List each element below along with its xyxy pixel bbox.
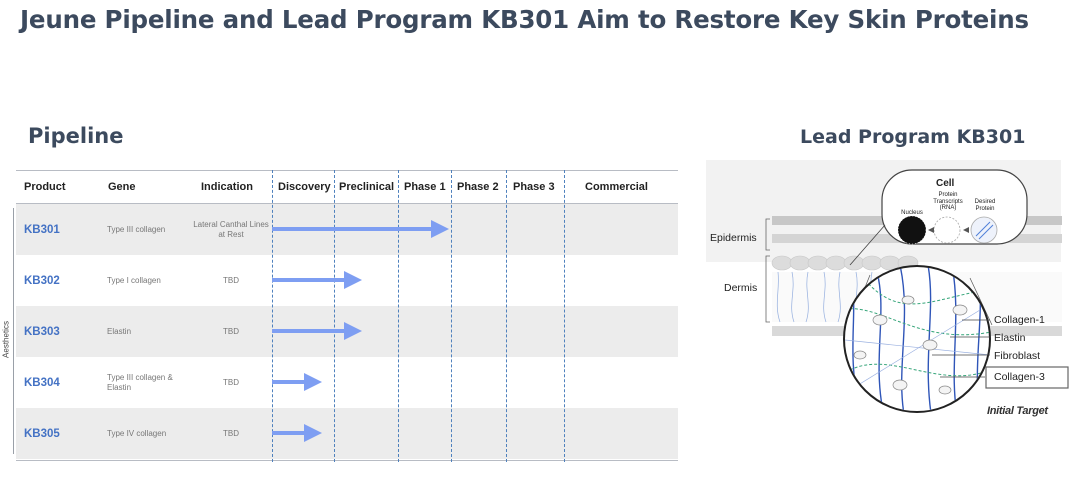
indication-cell: TBD (223, 275, 239, 285)
epidermis-label: Epidermis (710, 232, 757, 244)
lead-program-heading: Lead Program KB301 (800, 126, 1026, 148)
progress-arrow-body (272, 380, 304, 384)
phase-divider (398, 170, 399, 462)
table-bottom-rule (16, 460, 678, 461)
progress-arrow-body (272, 431, 304, 435)
col-head-product: Product (24, 181, 66, 193)
gene-cell: Elastin (107, 326, 132, 336)
phase-divider (334, 170, 335, 462)
table-row: KB304 Type III collagen & Elastin TBD (16, 357, 678, 408)
product-name: KB304 (24, 376, 60, 389)
skin-diagram (706, 160, 1069, 413)
phase-divider (272, 170, 273, 462)
table-top-rule (16, 170, 678, 171)
gene-cell: Type I collagen (107, 275, 161, 285)
progress-arrow-body (272, 278, 344, 282)
gene-cell: Type III collagen (107, 224, 166, 234)
progress-arrow-body (272, 329, 344, 333)
collagen3-label: Collagen-3 (994, 371, 1045, 383)
col-head-phase3: Phase 3 (513, 181, 555, 193)
indication-cell: TBD (223, 428, 239, 438)
progress-arrow-head (431, 220, 449, 238)
progress-arrow-head (344, 271, 362, 289)
col-head-discovery: Discovery (278, 181, 331, 193)
nucleus-label: Nucleus (901, 210, 923, 216)
indication-cell: TBD (223, 377, 239, 387)
gene-cell: Type III collagen & Elastin (107, 372, 173, 392)
progress-arrow-head (344, 322, 362, 340)
indication-cell: TBD (223, 326, 239, 336)
phase-divider (564, 170, 565, 462)
product-name: KB301 (24, 223, 60, 236)
indication-cell: Lateral Canthal Lines at Rest (193, 219, 269, 239)
col-head-gene: Gene (108, 181, 136, 193)
phase-divider (451, 170, 452, 462)
fibroblast-label: Fibroblast (994, 350, 1041, 362)
pipeline-heading: Pipeline (28, 124, 124, 148)
lead-program-figure: Epidermis Dermis Cell Nucleus Protein Tr… (700, 150, 1080, 477)
desired-protein-label: Desired Protein (974, 199, 996, 212)
gene-cell: Type IV collagen (107, 428, 167, 438)
aesthetics-bracket (13, 208, 14, 454)
slide-title: Jeune Pipeline and Lead Program KB301 Ai… (20, 5, 1029, 34)
elastin-label: Elastin (994, 332, 1026, 344)
cell-title: Cell (936, 178, 955, 189)
progress-arrow-body (272, 227, 431, 231)
progress-arrow-head (304, 424, 322, 442)
col-head-commercial: Commercial (585, 181, 648, 193)
table-row: KB305 Type IV collagen TBD (16, 408, 678, 459)
product-name: KB303 (24, 325, 60, 338)
transcripts-label: Protein Transcripts (RNA) (933, 192, 963, 211)
table-row: KB302 Type I collagen TBD (16, 255, 678, 306)
col-head-preclinical: Preclinical (339, 181, 395, 193)
phase-divider (506, 170, 507, 462)
initial-target-label: Initial Target (987, 405, 1048, 417)
col-head-indication: Indication (201, 181, 253, 193)
progress-arrow-head (304, 373, 322, 391)
table-header-rule (16, 203, 678, 204)
dermis-label: Dermis (724, 282, 758, 294)
aesthetics-label: Aesthetics (1, 321, 11, 358)
collagen1-label: Collagen-1 (994, 314, 1045, 326)
product-name: KB305 (24, 427, 60, 440)
pipeline-table: Product Gene Indication Discovery Precli… (16, 170, 678, 462)
col-head-phase2: Phase 2 (457, 181, 499, 193)
col-head-phase1: Phase 1 (404, 181, 446, 193)
product-name: KB302 (24, 274, 60, 287)
